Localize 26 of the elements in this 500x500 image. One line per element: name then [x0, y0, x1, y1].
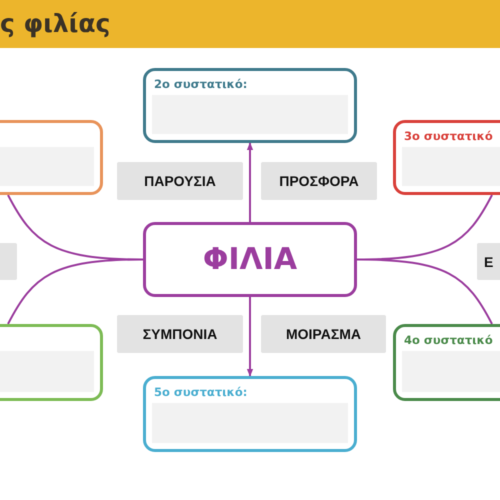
answer-card — [393, 324, 500, 401]
connector-line — [7, 258, 144, 324]
label-box — [117, 162, 243, 200]
answer-card — [143, 376, 357, 452]
center-box — [143, 222, 357, 297]
label-text: Ε — [484, 254, 494, 270]
center-title: ΦΙΛΙΑ — [202, 242, 298, 277]
label-text: ΠΡΟΣΦΟΡΑ — [279, 173, 359, 189]
title: ς φιλίας — [0, 9, 110, 38]
card-heading: 3ο συστατικό — [404, 129, 493, 143]
answer-card — [0, 120, 103, 195]
answer-card — [143, 68, 357, 143]
label-text: ΣΥΜΠΟΝΙΑ — [142, 326, 218, 342]
label-text: ΜΟΙΡΑΣΜΑ — [286, 326, 362, 342]
card-heading: 5ο συστατικό: — [154, 385, 248, 399]
arrow — [246, 297, 254, 377]
label-box — [261, 315, 386, 353]
connector-line — [356, 258, 493, 324]
answer-card — [0, 324, 103, 401]
label-text: ΠΑΡΟΥΣΙΑ — [144, 173, 216, 189]
arrow — [246, 142, 254, 222]
card-heading: 2ο συστατικό: — [154, 77, 248, 91]
answer-card — [393, 120, 500, 195]
label-box — [261, 162, 377, 200]
card-heading: 4ο συστατικό — [404, 333, 493, 347]
label-box — [117, 315, 243, 353]
